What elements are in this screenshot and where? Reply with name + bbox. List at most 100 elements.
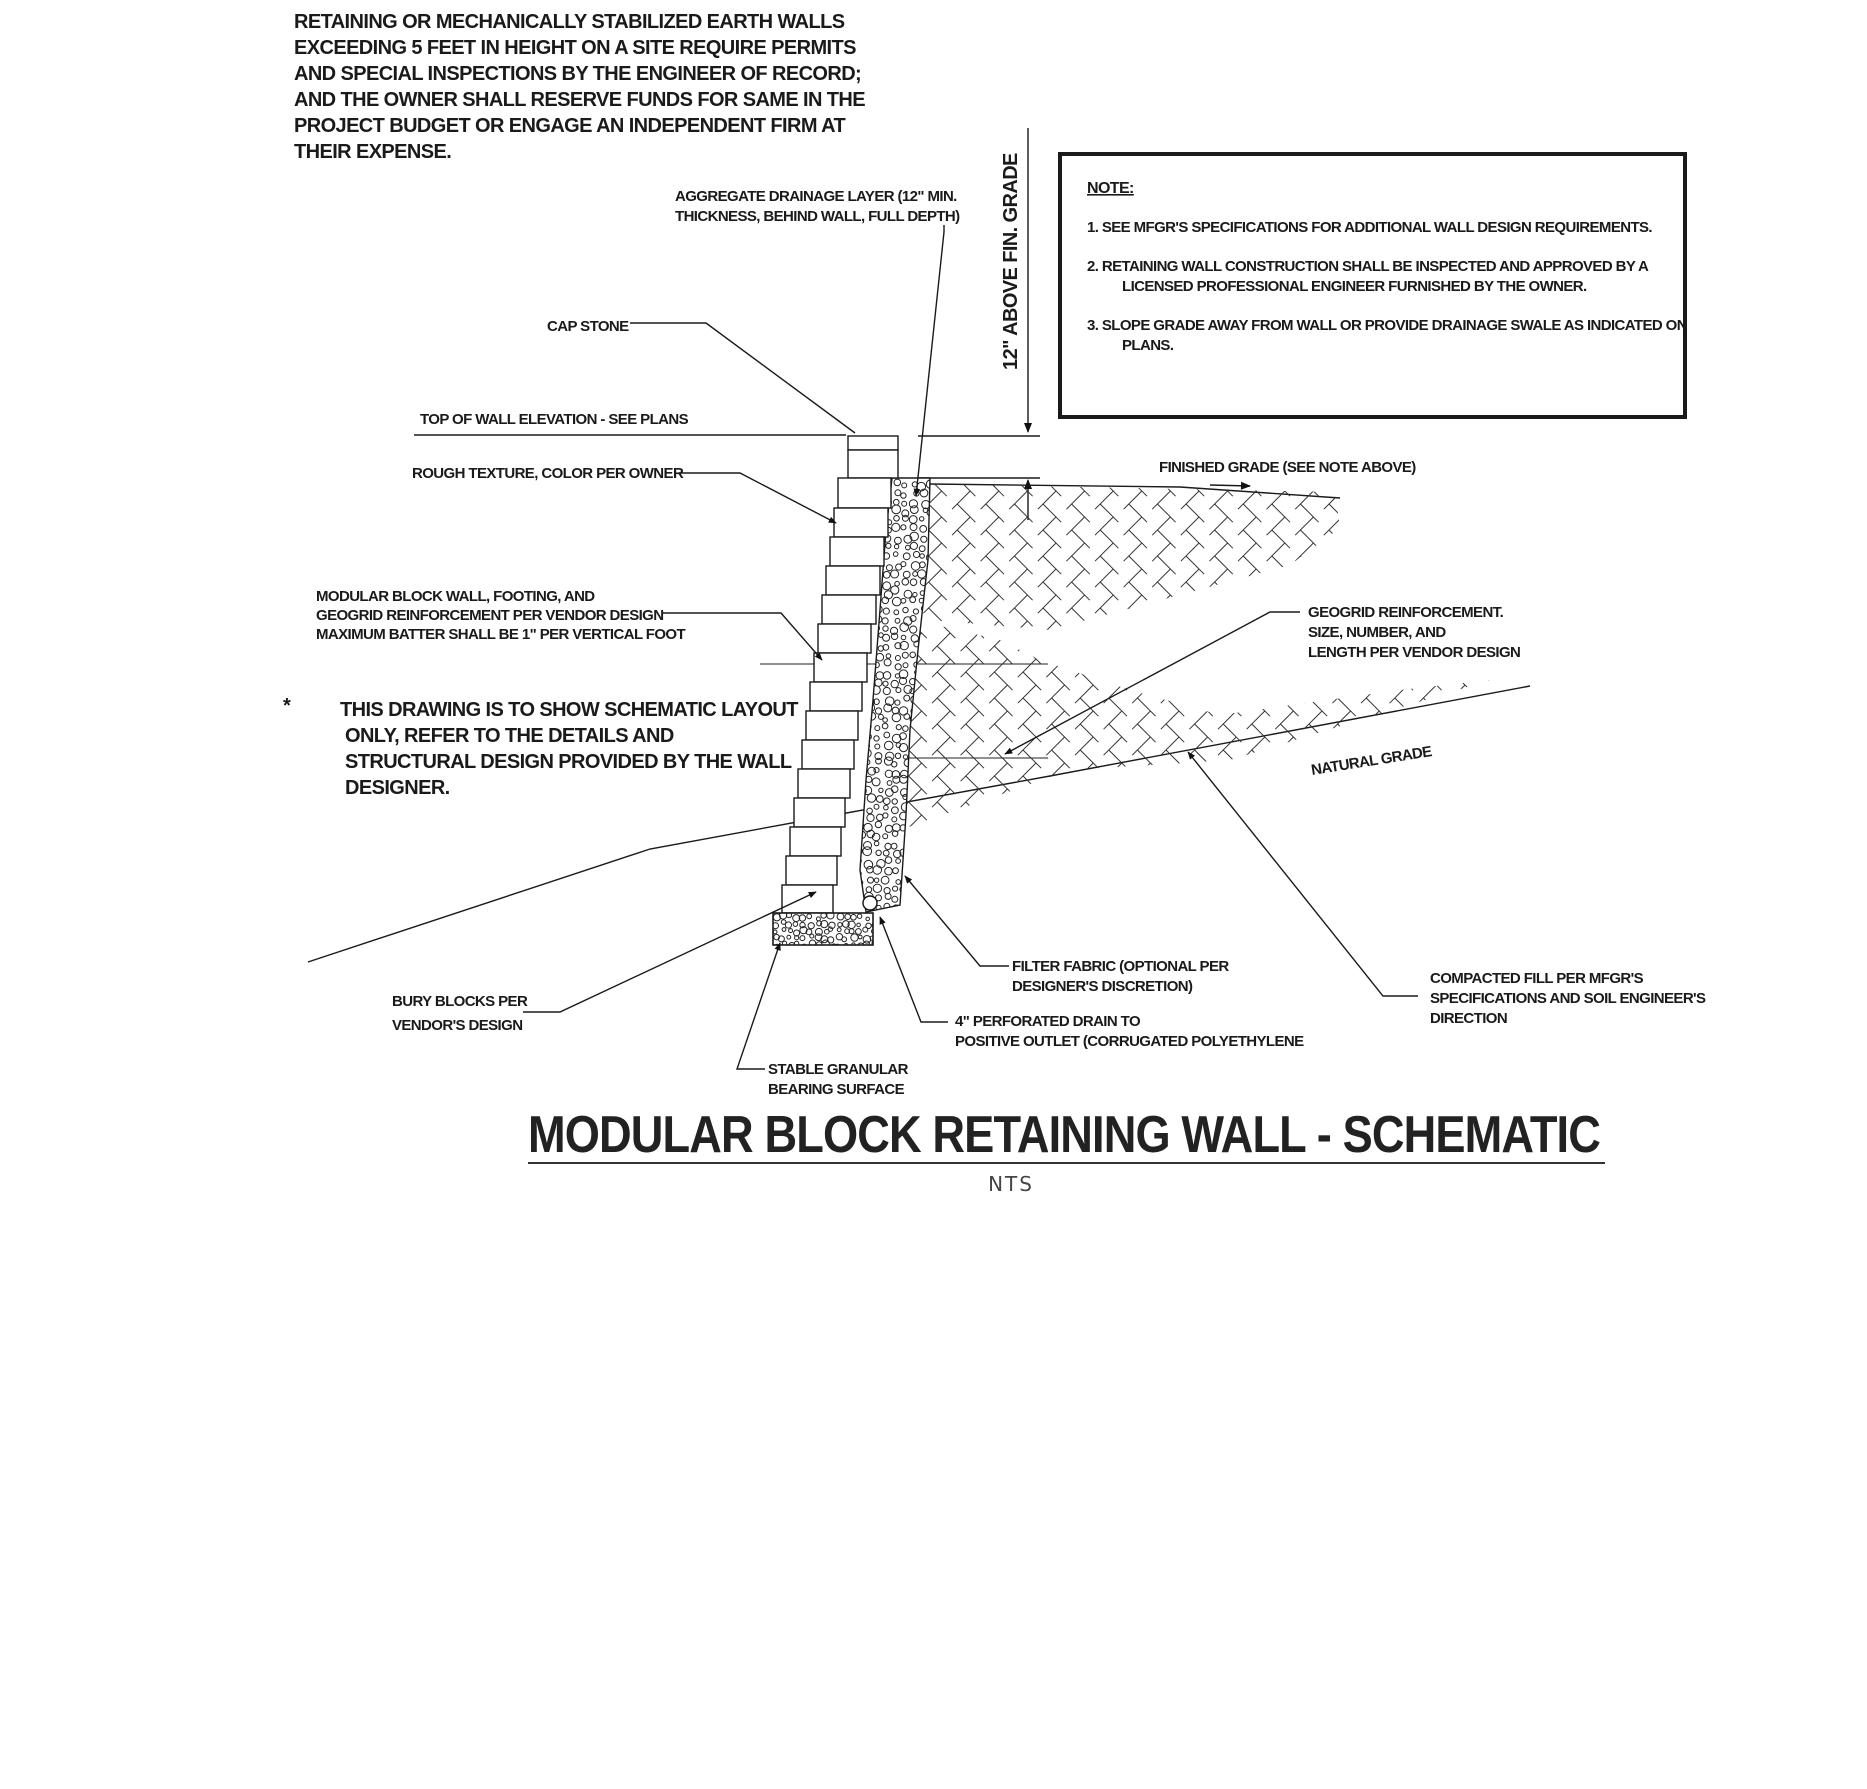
hatch-stroke	[1094, 542, 1114, 562]
hatch-stroke	[1108, 671, 1128, 691]
hatch-stroke	[1022, 645, 1042, 665]
wall-block	[801, 739, 855, 770]
aggregate-stone	[882, 581, 892, 591]
aggregate-stone	[860, 757, 868, 767]
aggregate-stone	[928, 885, 930, 893]
hatch-stroke	[988, 814, 1008, 830]
hatch-stroke	[1360, 788, 1380, 808]
hatch-stroke	[1300, 581, 1319, 601]
footing-stone	[828, 921, 836, 929]
hatch-stroke	[1123, 594, 1143, 614]
hatch-stroke	[988, 762, 1008, 782]
hatch-stroke	[1099, 529, 1119, 549]
hatch-stroke	[1394, 671, 1414, 691]
hatch-stroke	[1271, 607, 1291, 627]
hatch-stroke	[1222, 645, 1242, 665]
hatch-stroke	[1008, 542, 1028, 562]
hatch-stroke	[1014, 529, 1033, 549]
hatch-stroke	[1217, 814, 1237, 830]
hatch-stroke	[1071, 484, 1091, 497]
aggregate-stone	[873, 735, 880, 742]
wall-block	[813, 652, 868, 683]
hatch-stroke	[1475, 710, 1490, 730]
aggregate-stone	[922, 839, 929, 847]
hatch-stroke	[1417, 788, 1437, 808]
hatch-stroke	[985, 581, 1005, 601]
aggregate-stone	[927, 705, 930, 714]
hatch-stroke	[1237, 516, 1257, 536]
hatch-stroke	[1072, 634, 1090, 652]
aggregate-stone	[901, 509, 910, 518]
aggregate-stone	[927, 848, 930, 855]
hatch-stroke	[1051, 775, 1071, 795]
hatch-stroke	[1189, 684, 1208, 704]
aggregate-stone	[917, 643, 928, 653]
aggregate-stone	[910, 805, 920, 815]
aggregate-stone	[884, 769, 894, 778]
aggregate-outline	[859, 477, 931, 913]
hatch-stroke	[1137, 827, 1156, 830]
general-note-line: AND THE OWNER SHALL RESERVE FUNDS FOR SA…	[294, 89, 865, 111]
hatch-stroke	[1266, 542, 1286, 562]
footing-stone	[841, 936, 848, 943]
hatch-stroke	[1046, 658, 1065, 678]
hatch-stroke	[1017, 710, 1037, 730]
hatch-stroke	[988, 632, 1008, 652]
hatch-stroke	[994, 749, 1013, 769]
hatch-stroke	[936, 697, 956, 717]
hatch-stroke	[1051, 801, 1071, 821]
hatch-stroke	[1014, 484, 1033, 497]
callout-geogrid: LENGTH PER VENDOR DESIGN	[1308, 644, 1520, 661]
hatch-stroke	[936, 775, 956, 795]
footing-stone	[788, 928, 794, 934]
hatch-stroke	[1303, 658, 1323, 678]
hatch-stroke	[1237, 594, 1257, 614]
note-box: NOTE: 1. SEE MFGR'S SPECIFICATIONS FOR A…	[1058, 152, 1688, 419]
aggregate-stone	[874, 743, 881, 750]
aggregate-stone	[931, 789, 936, 794]
hatch-stroke	[929, 634, 947, 652]
schematic-note: * THIS DRAWING IS TO SHOW SCHEMATIC LAYO…	[283, 695, 799, 799]
footing-stone	[773, 913, 781, 922]
footing-stone	[806, 913, 813, 920]
aggregate-stone	[894, 617, 901, 624]
hatch-stroke	[1251, 620, 1271, 639]
aggregate-stone	[882, 625, 889, 632]
aggregate-stone	[873, 877, 880, 883]
hatch-stroke	[1242, 529, 1262, 549]
aggregate-stone	[891, 830, 899, 837]
hatch-stroke	[1017, 788, 1037, 808]
aggregate-stone	[873, 840, 880, 847]
hatch-stroke	[1108, 775, 1128, 795]
aggregate-stone	[912, 591, 918, 598]
aggregate-stone	[865, 686, 873, 695]
aggregate-stone	[926, 508, 930, 517]
hatch-stroke	[1394, 801, 1414, 821]
footing-stone	[835, 943, 841, 945]
hatch-stroke	[1189, 814, 1208, 830]
aggregate-stone	[911, 875, 922, 885]
hatch-stroke	[1423, 827, 1442, 830]
hatch-stroke	[1222, 827, 1242, 830]
aggregate-stone	[872, 883, 883, 893]
footing-stone	[856, 913, 863, 919]
aggregate-stone	[884, 856, 893, 864]
hatch-stroke	[960, 684, 980, 704]
wall-block	[817, 623, 872, 654]
hatch-stroke	[960, 658, 980, 678]
hatch-stroke	[1271, 581, 1291, 601]
hatch-stroke	[1022, 671, 1042, 691]
hatch-stroke	[965, 749, 985, 769]
hatch-stroke	[1151, 594, 1171, 614]
aggregate-stone	[898, 676, 908, 686]
hatch-stroke	[951, 594, 971, 614]
aggregate-stone	[920, 535, 928, 543]
footing-stone	[780, 919, 787, 925]
hatch-stroke	[1071, 555, 1091, 575]
footing-stone	[785, 913, 793, 919]
hatch-stroke	[1128, 555, 1148, 575]
aggregate-stone	[921, 904, 927, 911]
hatch-stroke	[1294, 516, 1314, 536]
aggregate-stone	[904, 905, 912, 912]
aggregate-stone	[912, 608, 920, 615]
